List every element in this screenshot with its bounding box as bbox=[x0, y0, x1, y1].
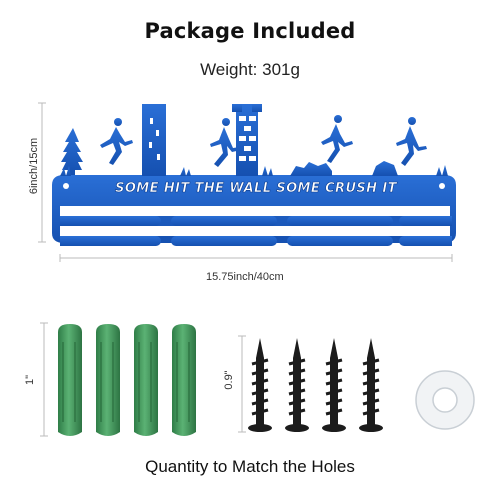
hanger-bar bbox=[287, 236, 393, 246]
hanger-bar bbox=[287, 216, 393, 226]
hanger-bar bbox=[60, 216, 161, 226]
wall-tower bbox=[142, 104, 166, 176]
brick-pattern bbox=[239, 116, 256, 161]
height-label: 6inch/15cm bbox=[28, 137, 40, 195]
height-dimension bbox=[38, 102, 46, 243]
tree-icon bbox=[61, 128, 83, 175]
wall-anchor bbox=[58, 324, 82, 436]
screw bbox=[322, 338, 346, 432]
wall-anchor bbox=[172, 324, 196, 436]
width-dimension bbox=[59, 254, 453, 262]
screw bbox=[285, 338, 309, 432]
screw-dimension bbox=[238, 335, 246, 433]
weight-label: Weight: 301g bbox=[200, 60, 300, 79]
wall-anchor bbox=[96, 324, 120, 436]
screws bbox=[248, 338, 383, 432]
screw bbox=[248, 338, 272, 432]
hanger-bar bbox=[399, 236, 452, 246]
hanger-bar bbox=[171, 236, 277, 246]
width-label: 15.75inch/40cm bbox=[206, 271, 284, 283]
runner-silhouettes bbox=[60, 104, 448, 176]
quantity-caption: Quantity to Match the Holes bbox=[145, 457, 355, 476]
hanger-cutouts bbox=[60, 116, 450, 236]
wall-cracks bbox=[149, 118, 160, 160]
hanger-bar bbox=[399, 216, 452, 226]
hanger-bar bbox=[171, 216, 277, 226]
hanger-bar bbox=[60, 236, 161, 246]
screw bbox=[359, 338, 383, 432]
washer bbox=[415, 370, 475, 430]
anchor-dimension bbox=[40, 322, 48, 437]
hanger-slogan: SOME HIT THE WALL SOME CRUSH IT bbox=[115, 181, 398, 196]
page-title: Package Included bbox=[144, 19, 356, 43]
wall-anchor bbox=[134, 324, 158, 436]
screw-height-label: 0.9" bbox=[223, 370, 235, 390]
anchor-height-label: 1" bbox=[24, 374, 36, 386]
wall-anchors bbox=[58, 324, 196, 436]
medal-hanger bbox=[52, 104, 456, 246]
